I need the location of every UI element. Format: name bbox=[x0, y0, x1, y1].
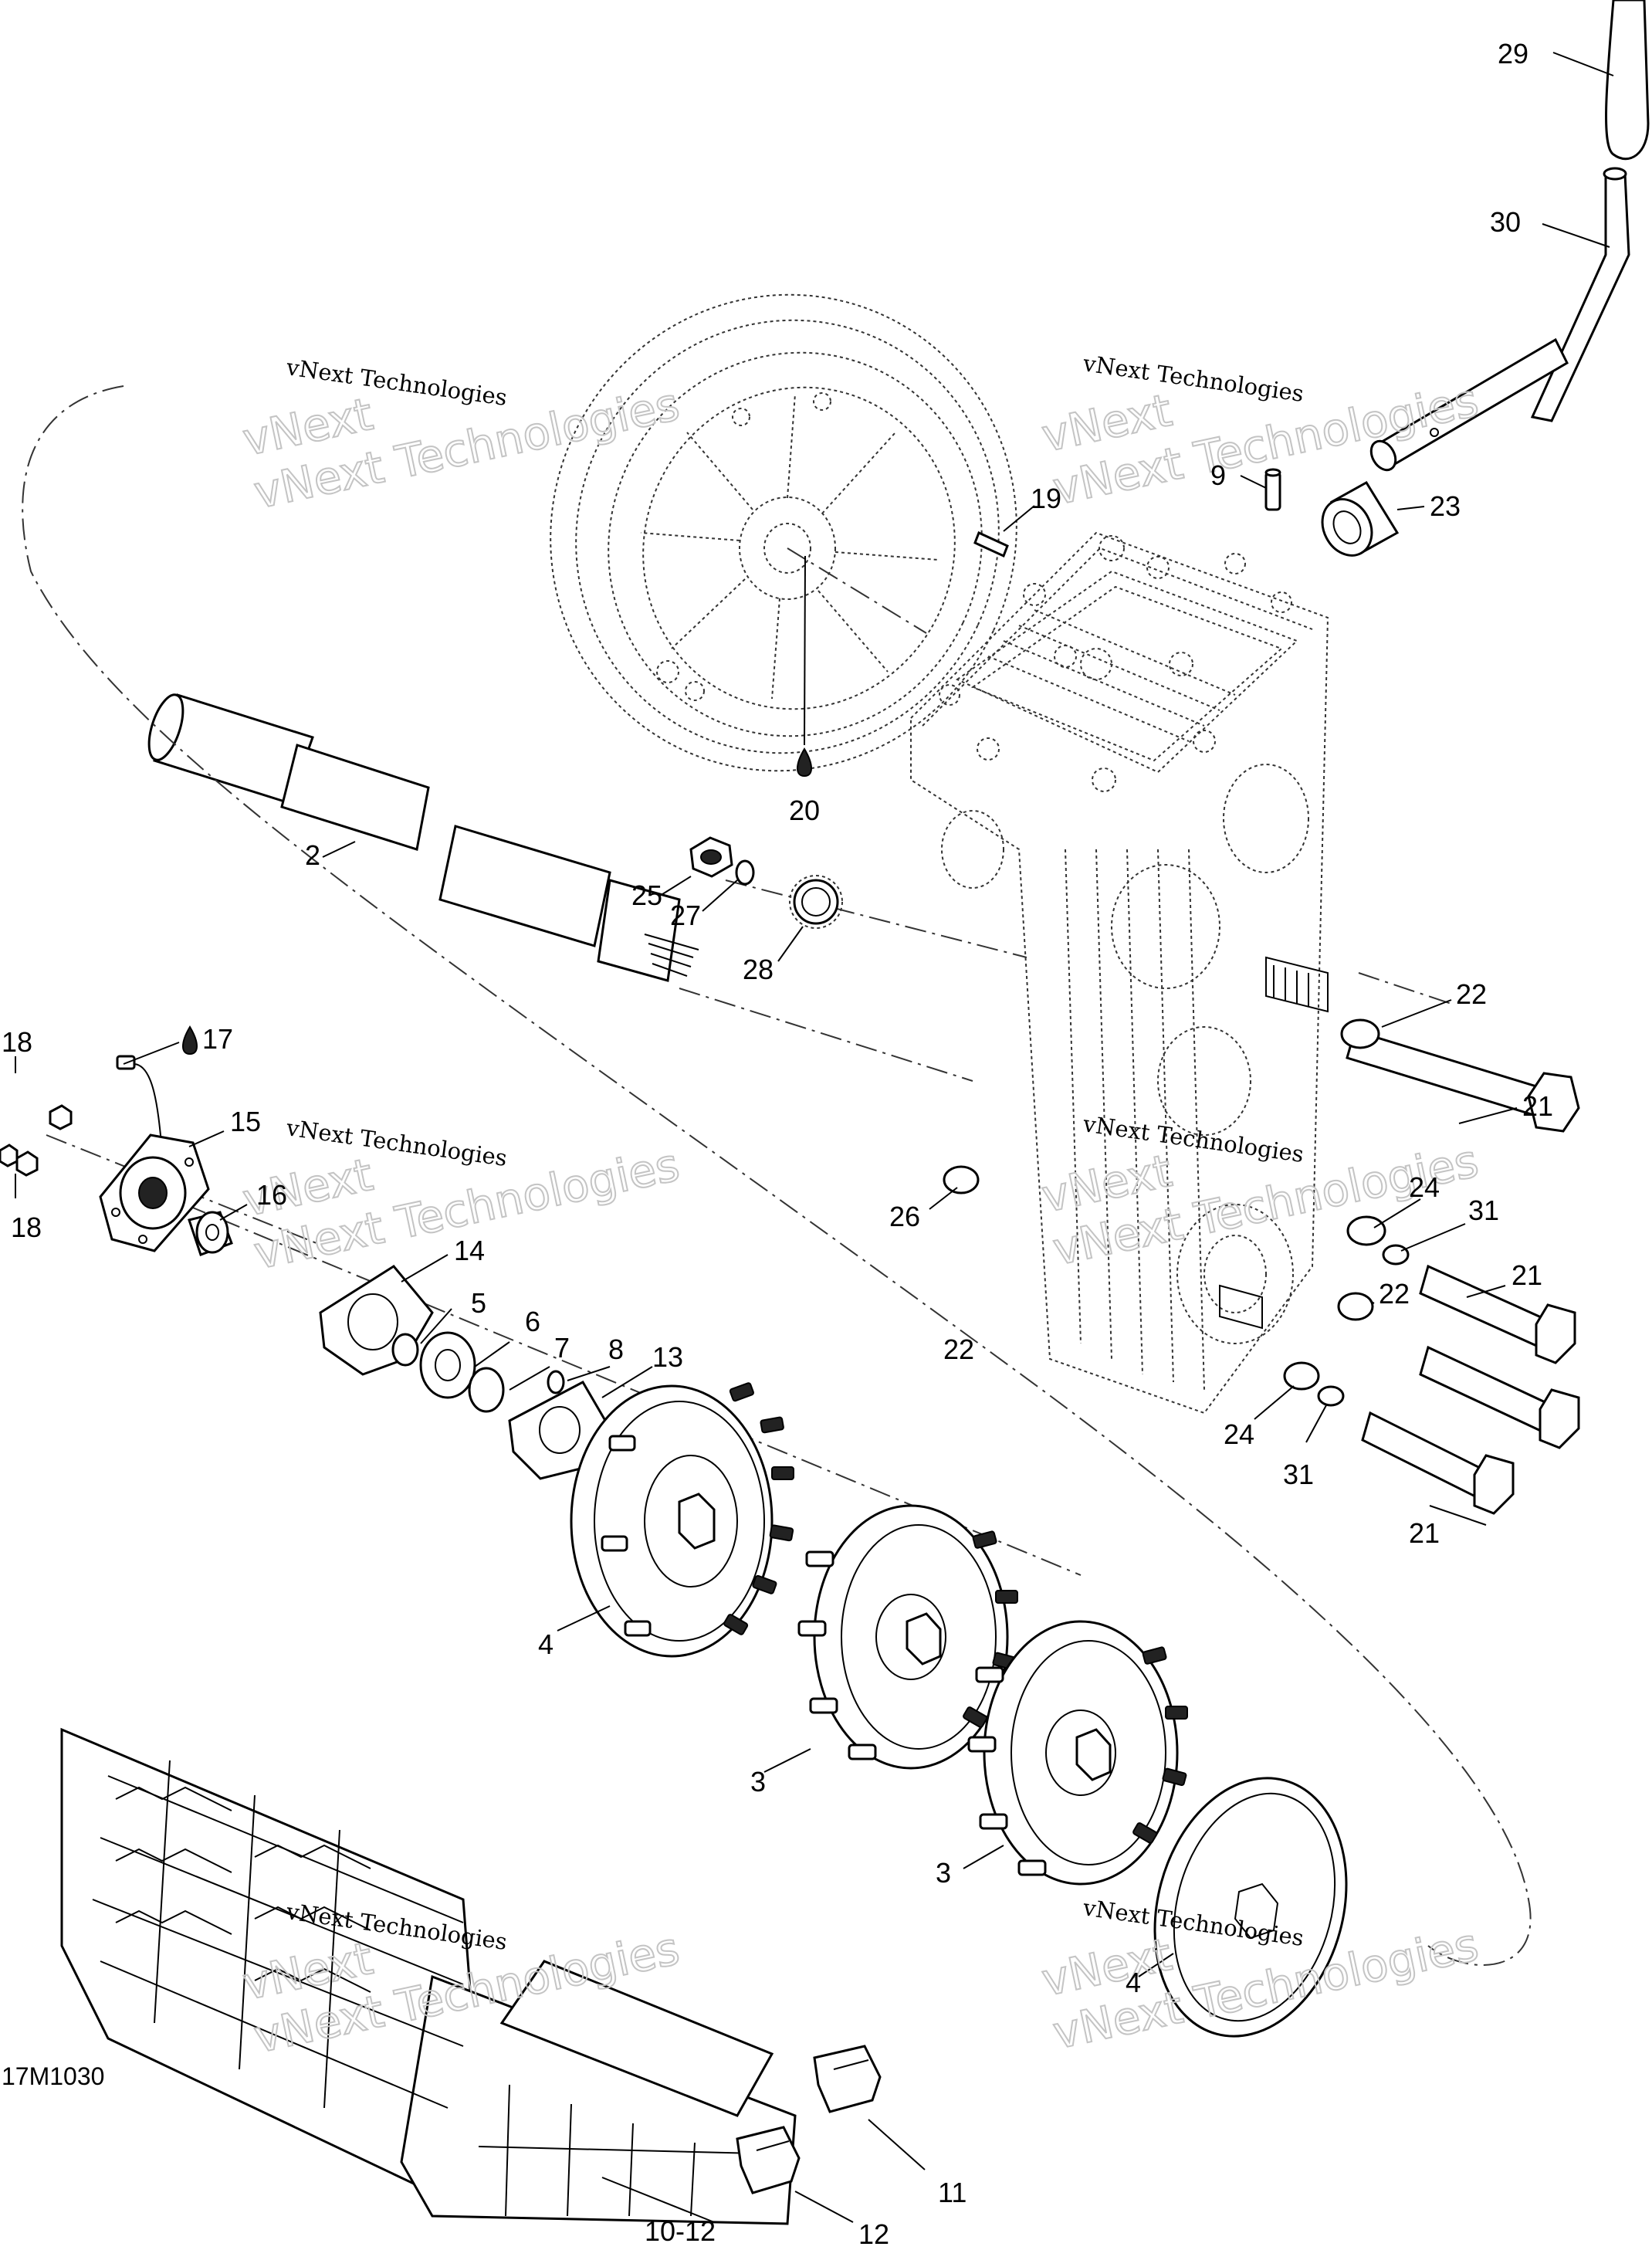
callout-12: 12 bbox=[858, 2218, 889, 2250]
washer-31 bbox=[1382, 1244, 1410, 1266]
clip-12 bbox=[736, 2126, 801, 2194]
drawing-reference-code: 17M1030 bbox=[2, 2062, 104, 2090]
callout-13: 13 bbox=[652, 1341, 683, 1373]
callout-18: 18 bbox=[11, 1211, 42, 1243]
chaincase bbox=[910, 531, 1329, 1415]
driven-pulley bbox=[550, 293, 1017, 772]
callout-3: 3 bbox=[750, 1766, 766, 1798]
bearing-16 bbox=[188, 1211, 233, 1256]
seal-plate-hole bbox=[539, 1406, 581, 1454]
callout-18: 18 bbox=[2, 1026, 32, 1058]
callout-16: 16 bbox=[256, 1179, 287, 1211]
drive-sprocket-3 bbox=[797, 1504, 1018, 1770]
callout-8: 8 bbox=[608, 1333, 624, 1365]
bolt-21 bbox=[1346, 1029, 1580, 1133]
shift-lever bbox=[1369, 0, 1650, 472]
seal-plate-hole bbox=[347, 1293, 398, 1350]
callout-25: 25 bbox=[631, 879, 662, 911]
lubricant-drop-icon bbox=[797, 747, 812, 778]
bolt-21 bbox=[1419, 1264, 1576, 1364]
pin-9 bbox=[1264, 468, 1281, 511]
bushing-23 bbox=[1321, 480, 1400, 557]
washer-31 bbox=[1317, 1385, 1345, 1407]
bearing-6 bbox=[419, 1331, 476, 1399]
lubricant-drop-icon bbox=[182, 1025, 198, 1056]
washer-24 bbox=[1346, 1215, 1386, 1246]
callout-28: 28 bbox=[743, 954, 774, 985]
washer-22 bbox=[1337, 1292, 1374, 1321]
bolt-21 bbox=[1419, 1345, 1580, 1449]
callout-15: 15 bbox=[230, 1106, 261, 1137]
callout-31: 31 bbox=[1283, 1459, 1314, 1490]
callout-27: 27 bbox=[670, 900, 701, 931]
callout-29: 29 bbox=[1498, 38, 1528, 69]
callout-23: 23 bbox=[1430, 490, 1461, 522]
callout-3: 3 bbox=[936, 1857, 951, 1889]
watermark: vNext vNext Technologies vNext Technolog… bbox=[1037, 350, 1484, 516]
callout-22: 22 bbox=[1456, 978, 1487, 1010]
callout-24: 24 bbox=[1409, 1171, 1440, 1203]
callout-17: 17 bbox=[202, 1023, 233, 1055]
watermark: vNext vNext Technologies vNext Technolog… bbox=[1037, 1894, 1484, 2060]
track-10-12 bbox=[60, 1727, 797, 2225]
washer-22 bbox=[1340, 1018, 1380, 1049]
washer-24 bbox=[1283, 1361, 1320, 1391]
clip-11 bbox=[813, 2045, 882, 2113]
callout-31: 31 bbox=[1468, 1194, 1499, 1226]
drive-sprocket-3 bbox=[967, 1620, 1188, 1886]
o-ring-8 bbox=[547, 1370, 565, 1394]
o-ring-27 bbox=[735, 859, 755, 886]
drive-sprocket-4 bbox=[570, 1382, 794, 1658]
bearing-housing-15 bbox=[99, 1133, 210, 1252]
callout-21: 21 bbox=[1409, 1517, 1440, 1549]
callout-21: 21 bbox=[1512, 1259, 1542, 1291]
nut-25 bbox=[689, 836, 733, 878]
circlip-5 bbox=[391, 1333, 419, 1367]
callout-10-12: 10-12 bbox=[645, 2215, 716, 2247]
callout-4: 4 bbox=[1126, 1967, 1141, 1998]
callout-24: 24 bbox=[1224, 1418, 1254, 1450]
key-19 bbox=[973, 530, 1009, 558]
callout-9: 9 bbox=[1210, 459, 1226, 491]
callout-5: 5 bbox=[471, 1287, 486, 1319]
callout-30: 30 bbox=[1490, 206, 1521, 238]
bolt-21 bbox=[1361, 1411, 1515, 1515]
nut-18 bbox=[0, 1104, 73, 1177]
sprocket-28 bbox=[789, 875, 843, 929]
callout-labels: 29 30 9 23 19 20 2 25 27 28 22 21 17 18 … bbox=[2, 38, 1553, 2250]
callout-22: 22 bbox=[943, 1333, 974, 1365]
track-path-outline bbox=[22, 385, 1532, 1966]
callout-2: 2 bbox=[305, 839, 320, 871]
callout-21: 21 bbox=[1522, 1090, 1553, 1122]
washer-7 bbox=[468, 1367, 505, 1413]
leader-lines bbox=[15, 52, 1614, 2223]
callout-19: 19 bbox=[1031, 483, 1061, 514]
drive-axle bbox=[147, 693, 699, 982]
drive-wheel-4 bbox=[1153, 1777, 1348, 2038]
callout-22: 22 bbox=[1379, 1278, 1410, 1310]
callout-14: 14 bbox=[454, 1235, 485, 1266]
callout-26: 26 bbox=[889, 1201, 920, 1232]
callout-7: 7 bbox=[554, 1332, 570, 1364]
callout-6: 6 bbox=[525, 1306, 540, 1337]
callout-11: 11 bbox=[938, 2177, 966, 2208]
callout-4: 4 bbox=[538, 1628, 553, 1660]
callout-20: 20 bbox=[789, 795, 820, 826]
washer-26 bbox=[943, 1165, 980, 1194]
